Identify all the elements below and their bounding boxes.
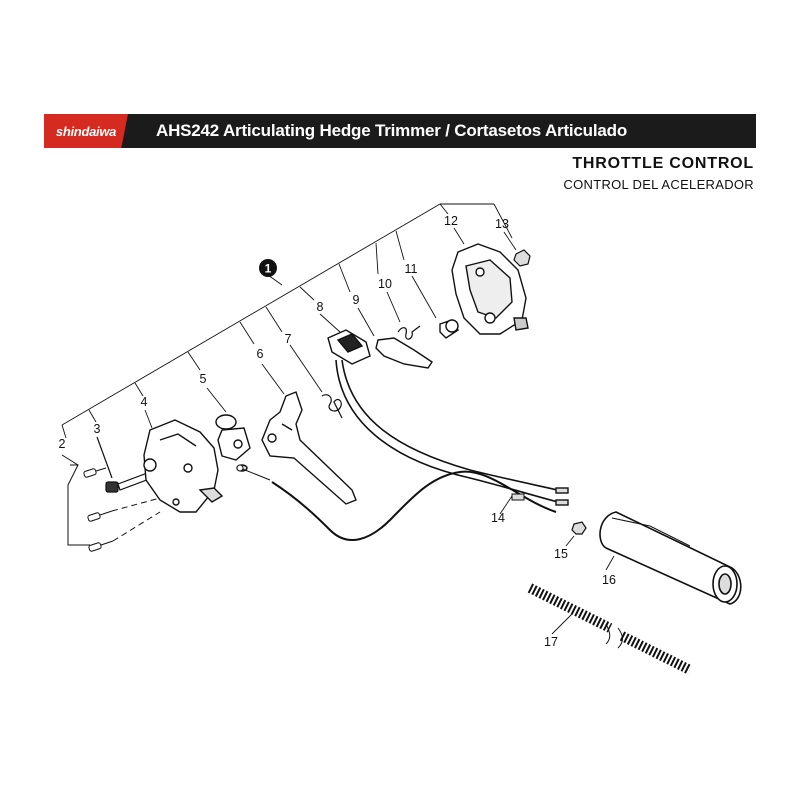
callout-1: 1 bbox=[265, 262, 272, 276]
brand-logo: shindaiwa bbox=[44, 114, 128, 148]
trigger-lock-part-9 bbox=[357, 307, 433, 369]
banner-background bbox=[44, 114, 756, 148]
header-banner: shindaiwa AHS242 Articulating Hedge Trim… bbox=[44, 114, 756, 148]
callout-15: 15 bbox=[554, 547, 568, 561]
housing-part-4 bbox=[143, 409, 224, 513]
collar-part-5 bbox=[206, 387, 251, 472]
callout-16: 16 bbox=[602, 573, 616, 587]
assembly-bracket bbox=[61, 203, 513, 439]
nut-part-13 bbox=[503, 231, 531, 267]
callout-5: 5 bbox=[200, 372, 207, 386]
switch-part-8 bbox=[319, 313, 569, 506]
callout-14: 14 bbox=[491, 511, 505, 525]
callout-11: 11 bbox=[405, 262, 418, 276]
throttle-cable-part-14 bbox=[236, 464, 557, 541]
throttle-lever-part-6 bbox=[261, 363, 357, 505]
section-subtitle: CONTROL DEL ACELERADOR bbox=[563, 177, 754, 192]
callout-12: 12 bbox=[444, 214, 458, 228]
page-title: AHS242 Articulating Hedge Trimmer / Cort… bbox=[156, 121, 628, 140]
section-title: THROTTLE CONTROL bbox=[572, 155, 754, 172]
assembly-callout: 1 bbox=[259, 259, 277, 277]
housing-part-12 bbox=[451, 227, 529, 335]
brand-logo-text: shindaiwa bbox=[55, 123, 117, 139]
nut-part-15 bbox=[565, 521, 587, 547]
callout-9: 9 bbox=[353, 293, 360, 307]
callout-3: 3 bbox=[94, 422, 101, 436]
tube-part-17 bbox=[527, 583, 693, 675]
callout-10: 10 bbox=[378, 277, 392, 291]
callout-7: 7 bbox=[285, 332, 292, 346]
callout-8: 8 bbox=[317, 300, 324, 314]
screws-part-2 bbox=[61, 454, 161, 552]
spring-part-7 bbox=[289, 344, 343, 419]
callout-4: 4 bbox=[141, 395, 148, 409]
spring-part-10 bbox=[386, 291, 421, 340]
grip-part-16 bbox=[599, 511, 742, 605]
callout-17: 17 bbox=[544, 635, 558, 649]
callout-6: 6 bbox=[257, 347, 264, 361]
bushing-part-11 bbox=[411, 275, 459, 339]
callout-13: 13 bbox=[495, 217, 509, 231]
callout-2: 2 bbox=[59, 437, 66, 451]
